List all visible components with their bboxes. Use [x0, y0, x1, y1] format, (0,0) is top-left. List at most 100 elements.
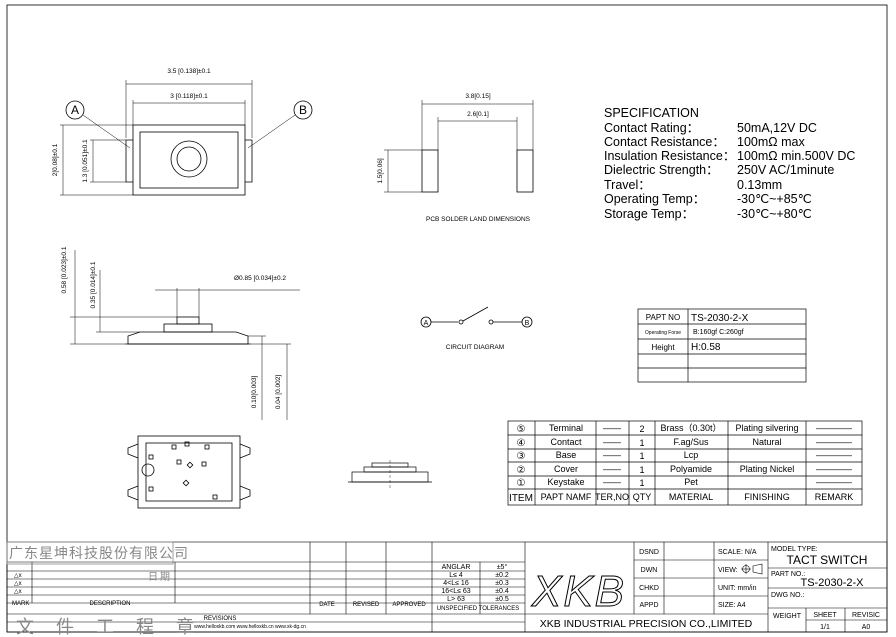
- projection-icon: [741, 563, 763, 575]
- bom-ter: ——: [603, 464, 621, 474]
- bom-remark: ————: [816, 423, 852, 433]
- tol-header: ANGLAR: [442, 564, 471, 571]
- dim-pcb-outer: 3.8[0.15]: [465, 93, 490, 100]
- spec-label: Contact Rating：: [604, 121, 699, 135]
- bom-header-remark: REMARK: [815, 492, 854, 502]
- revisions-label: REVISIONS: [204, 616, 237, 622]
- top-view-left-lug: [125, 139, 133, 183]
- size-label: SIZE: A4: [718, 602, 746, 609]
- stamp-company-box: [6, 541, 174, 565]
- tol-header-value: ±5°: [497, 563, 508, 571]
- side-view-actuator: [176, 316, 200, 325]
- tol-value: ±0.5: [495, 596, 509, 603]
- bom-material: Brass（0.30t）: [660, 423, 721, 433]
- side-view-cover: [163, 323, 213, 333]
- pcb-caption: PCB SOLDER LAND DIMENSIONS: [426, 216, 531, 223]
- bottom-view-right-lug-bottom: [239, 485, 251, 501]
- side-view-body: [127, 331, 249, 345]
- dim-side-h2: 0.35 [0.014]±0.1: [90, 261, 97, 308]
- circuit-contact-right: [488, 319, 494, 325]
- bom-header-material: MATERIAL: [669, 492, 713, 502]
- tol-range: 4<L≤ 16: [443, 580, 469, 587]
- bom-remark: ————: [816, 450, 852, 460]
- spec-value: 100mΩ max: [737, 135, 805, 149]
- rev-mark: △x: [14, 573, 22, 579]
- callout-b-label: B: [299, 103, 307, 117]
- bottom-view-body: [137, 435, 241, 509]
- section-view: [348, 460, 432, 490]
- spec-value: 0.13mm: [737, 178, 782, 192]
- callout-a-circle: [65, 100, 85, 120]
- company-name: XKB INDUSTRIAL PRECISION CO.,LIMITED: [540, 618, 753, 630]
- spec-label: Travel：: [604, 178, 651, 192]
- bom-material: F.ag/Sus: [673, 437, 709, 447]
- tol-value: ±0.2: [495, 572, 509, 579]
- rev-col-description: DESCRIPTION: [89, 601, 130, 607]
- tol-value: ±0.4: [495, 588, 509, 595]
- bom-name: Keystake: [547, 477, 584, 487]
- part-table: [637, 308, 807, 383]
- appd-label: APPD: [639, 602, 658, 609]
- part-table-label: PAPT NO: [646, 313, 680, 322]
- part-table-label: Height: [651, 343, 675, 352]
- sheet-value: 1/1: [820, 624, 830, 631]
- bottom-view: [127, 435, 251, 509]
- pcb-pad-right: [516, 149, 534, 193]
- revision-value: A0: [862, 624, 871, 631]
- stamp-date: 日期: [148, 571, 172, 583]
- part-table-value: B:160gf C:260gf: [693, 329, 744, 336]
- bom-qty: 1: [639, 465, 644, 475]
- top-view-right-lug: [245, 139, 253, 183]
- bom-name: Contact: [550, 437, 582, 447]
- bom-qty: 2: [639, 424, 644, 434]
- spec-title: SPECIFICATION: [604, 106, 699, 120]
- tol-range: L≤ 4: [449, 572, 463, 579]
- rev-mark: △x: [14, 581, 22, 587]
- weight-label: WEIGHT: [773, 613, 802, 620]
- dim-left-outer: 2[0.08]±0.1: [52, 143, 59, 176]
- bom-remark: ————: [816, 464, 852, 474]
- tol-range: 16<L≤ 63: [441, 588, 470, 595]
- spec-label: Storage Temp：: [604, 207, 694, 221]
- top-view-inner: [139, 131, 239, 189]
- bom-qty: 1: [639, 478, 644, 488]
- bom-remark: ————: [816, 437, 852, 447]
- bom-ter: ——: [603, 423, 621, 433]
- bom-finishing: Plating silvering: [735, 423, 798, 433]
- dim-left-inner: 1.3 [0.051]±0.1: [82, 139, 89, 183]
- bom-item: ④: [517, 438, 526, 449]
- rev-col-approved: APPROVED: [392, 602, 426, 608]
- revision-label: REVISIC: [852, 612, 880, 619]
- view-label: VIEW:: [718, 567, 738, 574]
- model-type-value: TACT SWITCH: [787, 553, 868, 567]
- spec-value: 250V AC/1minute: [737, 163, 834, 177]
- dim-pcb-inner: 2.6[0.1]: [467, 111, 489, 118]
- circuit-label-b: B: [525, 320, 530, 327]
- bom-item: ⑤: [517, 424, 526, 435]
- sheet-label: SHEET: [813, 612, 837, 619]
- part-table-label: Operating Forse: [645, 330, 681, 336]
- dim-side-b2: 0.04 [0.002]: [275, 375, 282, 410]
- spec-label: Insulation Resistance：: [604, 149, 735, 163]
- circuit-contact-left: [458, 319, 464, 325]
- spec-label: Dielectric Strength：: [604, 163, 719, 177]
- circuit-switch-arm: [462, 306, 489, 322]
- chkd-label: CHKD: [639, 585, 659, 592]
- bom-name: Terminal: [549, 423, 583, 433]
- dim-side-diameter: Ø0.85 [0.034]±0.2: [234, 275, 286, 282]
- bom-header-ter: TER,NO: [595, 492, 629, 502]
- bottom-view-hole: [141, 463, 155, 477]
- spec-value: -30℃~+85℃: [737, 192, 812, 206]
- tol-value: ±0.3: [495, 580, 509, 587]
- company-logo: XKB: [531, 567, 626, 616]
- bom-ter: ——: [603, 477, 621, 487]
- circuit-label-a: A: [424, 320, 429, 327]
- bom-name: Cover: [554, 464, 578, 474]
- bom-header-finishing: FINISHING: [744, 492, 790, 502]
- top-view-button-inner: [176, 146, 202, 172]
- bom-table: [507, 420, 863, 506]
- callout-a-label: A: [71, 103, 79, 117]
- title-block: [6, 541, 888, 633]
- stamp-company: 广东星坤科技股份有限公司: [9, 546, 189, 562]
